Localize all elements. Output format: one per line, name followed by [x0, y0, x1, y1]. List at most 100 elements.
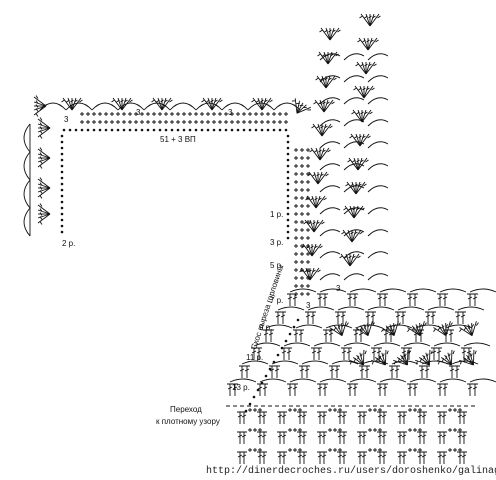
treble-stitch — [261, 411, 267, 424]
chain-dot — [272, 128, 276, 132]
single-crochet-mark — [448, 448, 452, 452]
chain-dot — [188, 128, 192, 132]
single-crochet-mark — [300, 156, 304, 160]
chain-dot — [284, 339, 288, 343]
single-crochet-mark — [248, 408, 252, 412]
chain-arch — [23, 123, 31, 153]
fan-tick — [352, 207, 356, 211]
chain-arch — [319, 378, 347, 383]
fan-tick — [344, 255, 348, 259]
treble-stitch — [377, 411, 383, 424]
treble-stitch — [341, 451, 347, 464]
fan-stem — [37, 123, 51, 129]
single-crochet-mark — [92, 112, 96, 116]
single-crochet-mark — [236, 112, 240, 116]
fan-tick — [322, 101, 326, 105]
fan-stem — [463, 357, 474, 366]
chain-arch — [367, 141, 389, 149]
treble-stitch — [335, 311, 341, 324]
single-crochet-mark — [300, 284, 304, 288]
treble-stitch — [268, 329, 274, 342]
fan-tick — [452, 350, 455, 355]
treble-stitch — [341, 411, 347, 424]
fan-tick — [347, 159, 351, 163]
treble-stitch — [232, 383, 238, 396]
chain-dot — [60, 200, 64, 204]
chain-arch — [259, 378, 287, 383]
chain-dot — [286, 176, 290, 180]
single-crochet-mark — [300, 196, 304, 200]
fan-stem — [341, 322, 343, 336]
fan-tick — [393, 360, 396, 365]
single-crochet-mark — [300, 252, 304, 256]
treble-stitch — [321, 411, 327, 424]
chain-arch — [319, 141, 341, 149]
fan-tick — [363, 183, 367, 187]
treble-stitch — [461, 451, 467, 464]
fan-stem — [355, 181, 366, 195]
chain-dot — [286, 236, 290, 240]
single-crochet-mark — [253, 408, 257, 412]
fan-tick — [331, 101, 335, 105]
chain-arch — [433, 342, 461, 347]
single-crochet-mark — [146, 112, 150, 116]
chain-arch — [367, 97, 389, 105]
chain-arch — [367, 53, 389, 61]
single-crochet-mark — [116, 120, 120, 124]
foundation-label: 51 + 3 ВП — [160, 135, 196, 144]
fan-stem — [459, 359, 474, 366]
fan-tick — [303, 106, 307, 108]
single-crochet-mark — [458, 428, 462, 432]
fan-tick — [260, 99, 264, 103]
fan-stem — [355, 181, 361, 195]
single-crochet-mark — [248, 448, 252, 452]
fan-tick — [352, 159, 356, 163]
single-crochet-mark — [176, 120, 180, 124]
fan-tick — [310, 245, 314, 249]
chain-arch — [253, 342, 281, 347]
fan-tick — [359, 231, 363, 235]
fan-stem — [37, 118, 51, 129]
fan-tick — [375, 39, 379, 43]
single-crochet-mark — [300, 236, 304, 240]
fan-tick — [164, 99, 168, 103]
single-crochet-mark — [378, 408, 382, 412]
single-crochet-mark — [294, 212, 298, 216]
fan-stem — [393, 322, 395, 336]
treble-stitch — [304, 365, 310, 378]
fan-tick — [39, 147, 43, 151]
single-crochet-mark — [453, 428, 457, 432]
fan-tick — [467, 325, 471, 329]
treble-stitch — [394, 365, 400, 378]
chain-arch — [343, 119, 365, 127]
shell-fan — [305, 195, 327, 209]
fan-tick — [318, 197, 322, 201]
chain-arch — [229, 378, 257, 383]
single-crochet-mark — [300, 188, 304, 192]
treble-stitch — [442, 293, 448, 306]
single-crochet-mark — [104, 120, 108, 124]
single-crochet-mark — [300, 212, 304, 216]
shell-fan — [251, 97, 273, 111]
fan-tick — [379, 355, 382, 360]
shell-fan — [355, 61, 377, 75]
single-crochet-mark — [80, 120, 84, 124]
chain-dot — [60, 134, 64, 138]
single-crochet-mark — [458, 408, 462, 412]
fan-tick — [369, 111, 373, 115]
chain-arch — [307, 306, 335, 311]
single-crochet-mark — [453, 448, 457, 452]
fan-stem — [445, 322, 447, 336]
treble-stitch — [321, 431, 327, 444]
fan-tick — [419, 324, 423, 328]
chain-dot — [68, 128, 72, 132]
shell-fan — [393, 349, 411, 366]
fan-stem — [333, 325, 343, 336]
fan-tick — [324, 77, 328, 81]
treble-stitch — [317, 411, 323, 424]
chain-dot — [218, 128, 222, 132]
fan-tick — [353, 87, 357, 91]
fan-stem — [317, 171, 323, 185]
single-crochet-mark — [260, 120, 264, 124]
chain-count-d: 3 — [136, 108, 141, 117]
